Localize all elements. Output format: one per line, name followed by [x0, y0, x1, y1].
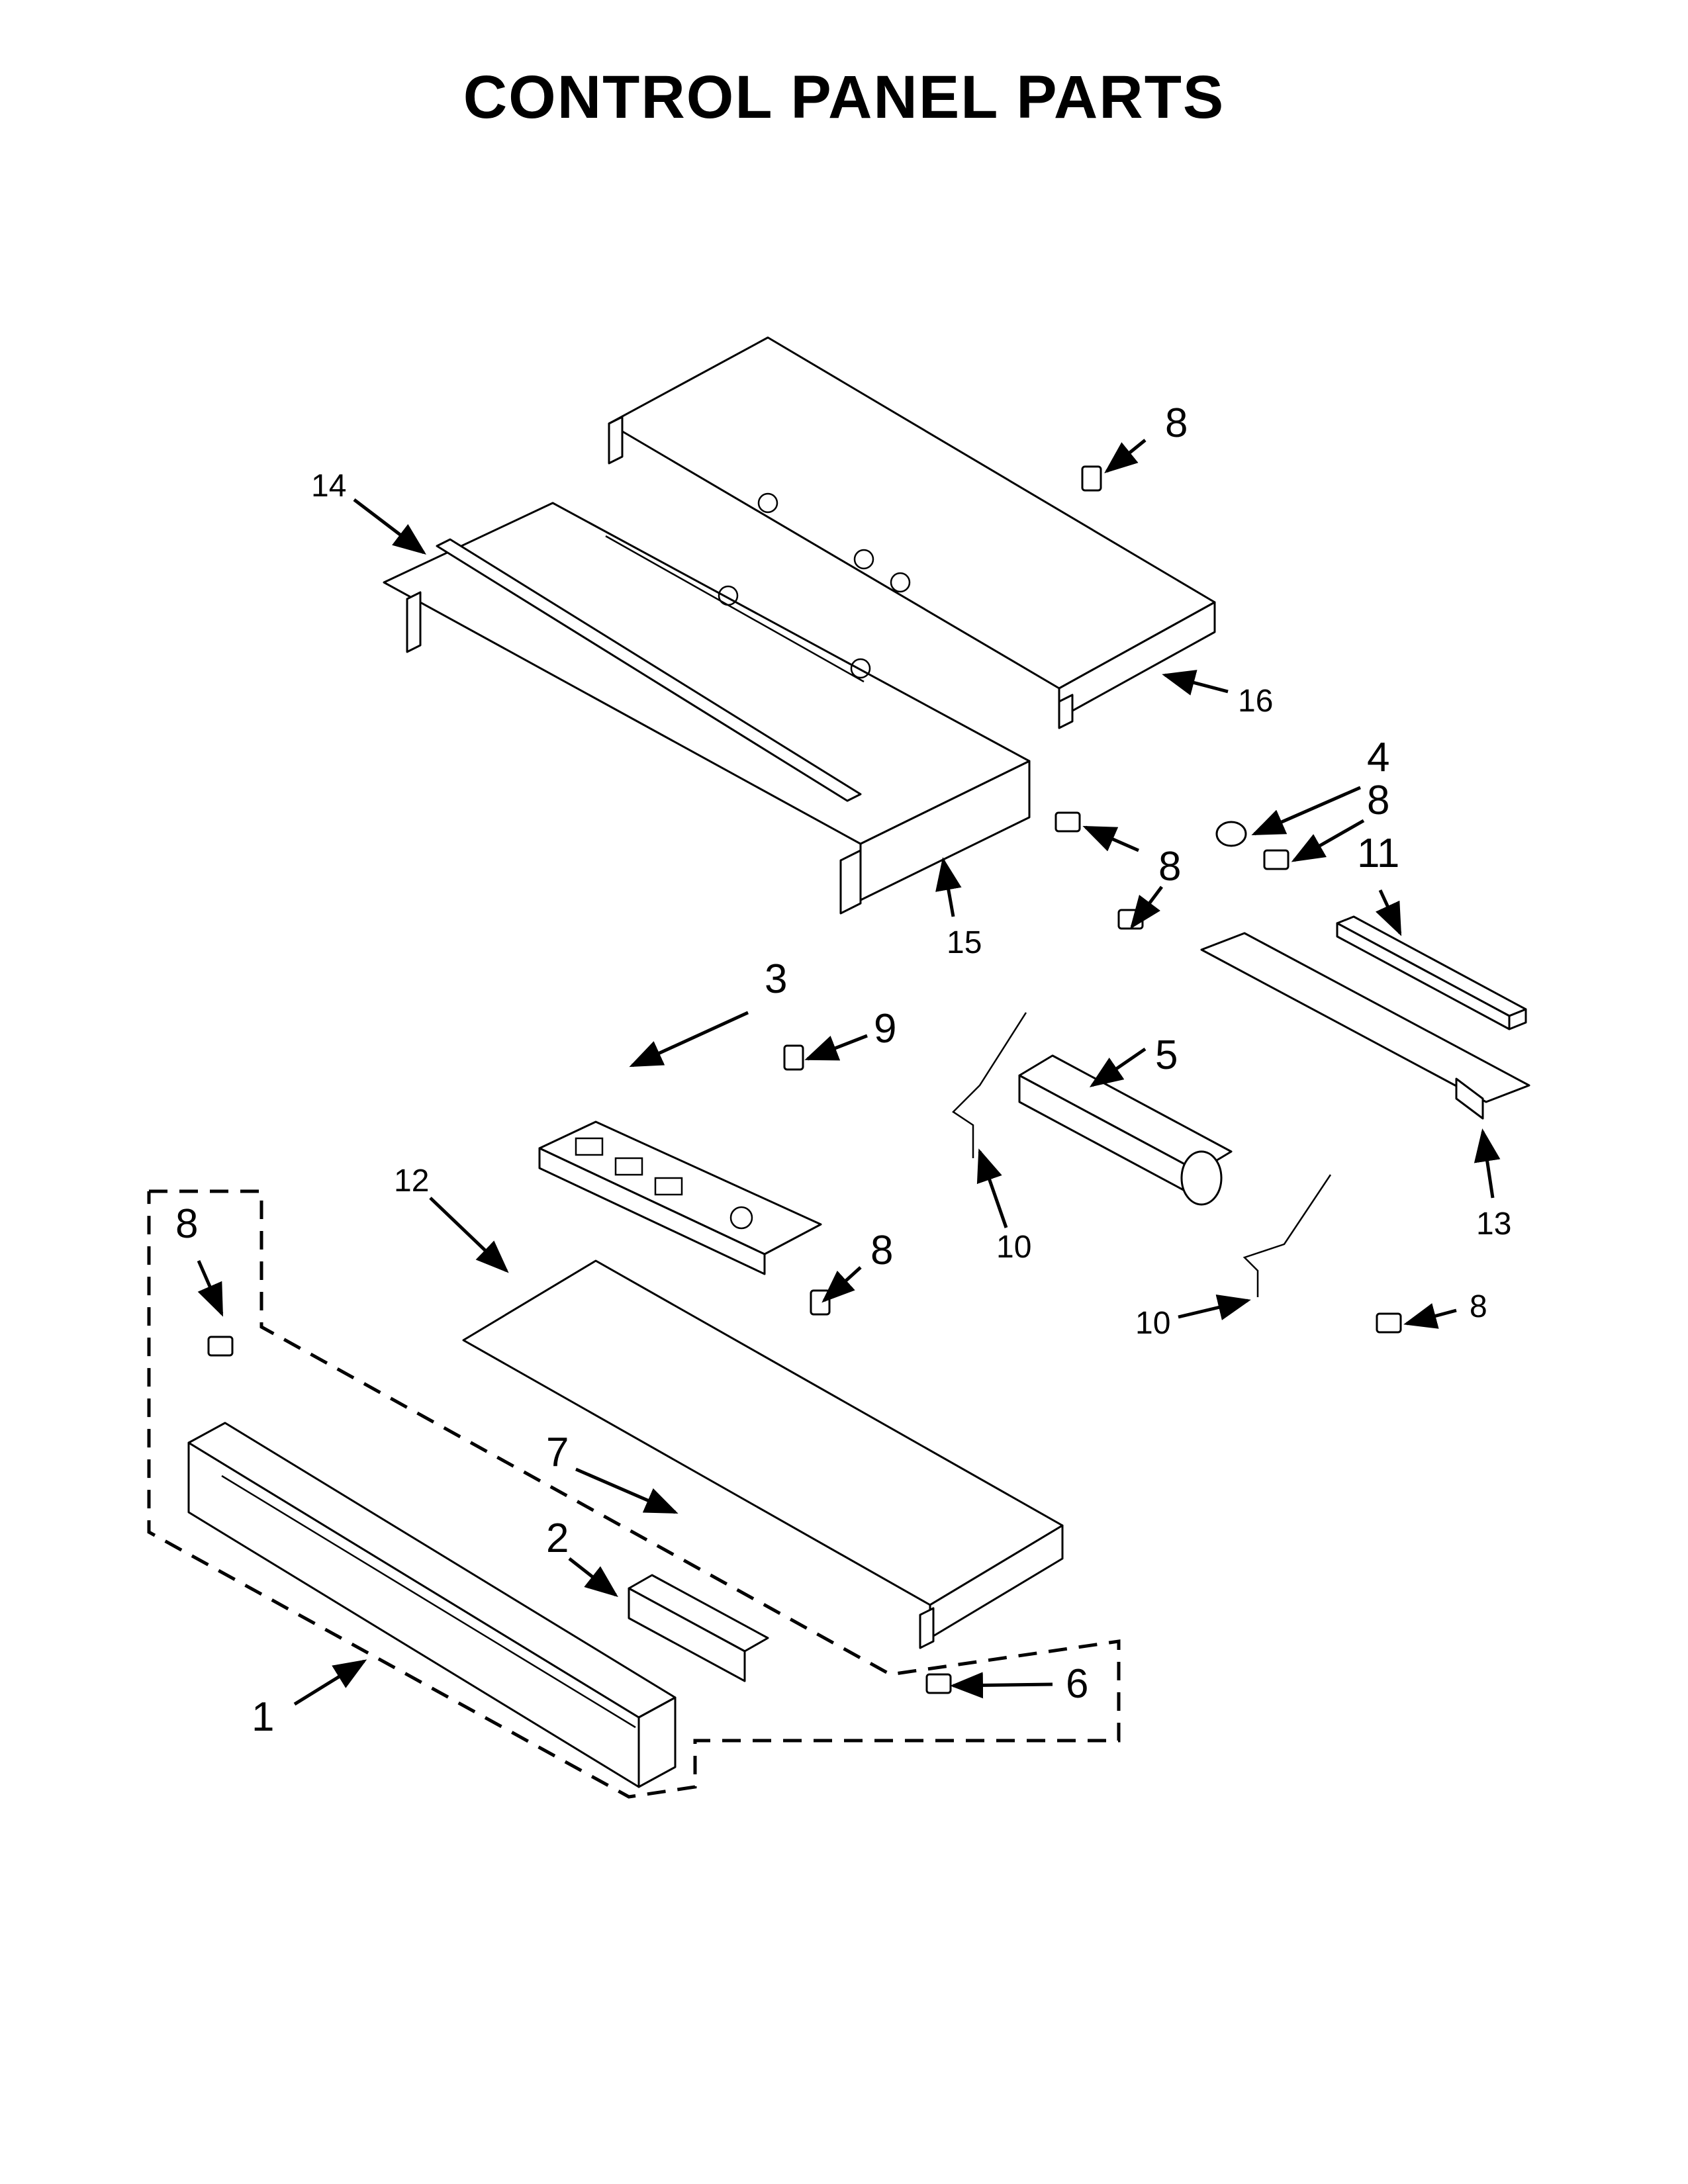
callout-8: 8	[1367, 778, 1389, 823]
callout-8: 8	[870, 1228, 893, 1273]
callout-7: 7	[546, 1430, 569, 1475]
callout-12: 12	[394, 1163, 429, 1199]
part-16-rear-panel	[608, 336, 1216, 729]
callout-8: 8	[1470, 1289, 1487, 1324]
callout-10: 10	[1135, 1306, 1170, 1341]
callout-15: 15	[947, 925, 982, 960]
callout-8: 8	[175, 1201, 198, 1247]
leader-lines	[197, 439, 1501, 1706]
part-2-electronic-control	[628, 1574, 769, 1682]
part-15-bracket	[383, 502, 1031, 915]
callout-6: 6	[1066, 1661, 1088, 1707]
part-11-strip	[1336, 915, 1527, 1030]
callout-14: 14	[311, 469, 346, 504]
callout-2: 2	[546, 1516, 569, 1561]
page-title: CONTROL PANEL PARTS	[463, 64, 1225, 131]
callout-11: 11	[1357, 831, 1399, 876]
part-10-bracket-right	[1243, 1174, 1332, 1297]
part-10-bracket-left	[952, 1012, 1027, 1158]
callout-5: 5	[1155, 1032, 1178, 1078]
callout-8: 8	[1158, 844, 1181, 889]
part-1-control-panel	[187, 1422, 677, 1788]
part-5-blower	[1018, 1054, 1233, 1206]
callout-4: 4	[1367, 735, 1389, 780]
callout-3: 3	[765, 956, 787, 1002]
callout-16: 16	[1238, 684, 1273, 719]
callout-labels: 8 14 16 4 8 11 8 15 3 9 5 12 8 8 10 13 1…	[175, 400, 1511, 1740]
callout-8: 8	[1165, 400, 1188, 446]
callout-10: 10	[996, 1230, 1031, 1265]
part-13-support	[1200, 932, 1530, 1120]
callout-9: 9	[874, 1006, 896, 1052]
part-3-control-board	[538, 1120, 822, 1275]
part-12-base-panel	[462, 1259, 1064, 1649]
callout-1: 1	[252, 1694, 274, 1740]
callout-13: 13	[1476, 1206, 1511, 1242]
assembly-dashed-outline	[147, 1189, 1121, 1799]
